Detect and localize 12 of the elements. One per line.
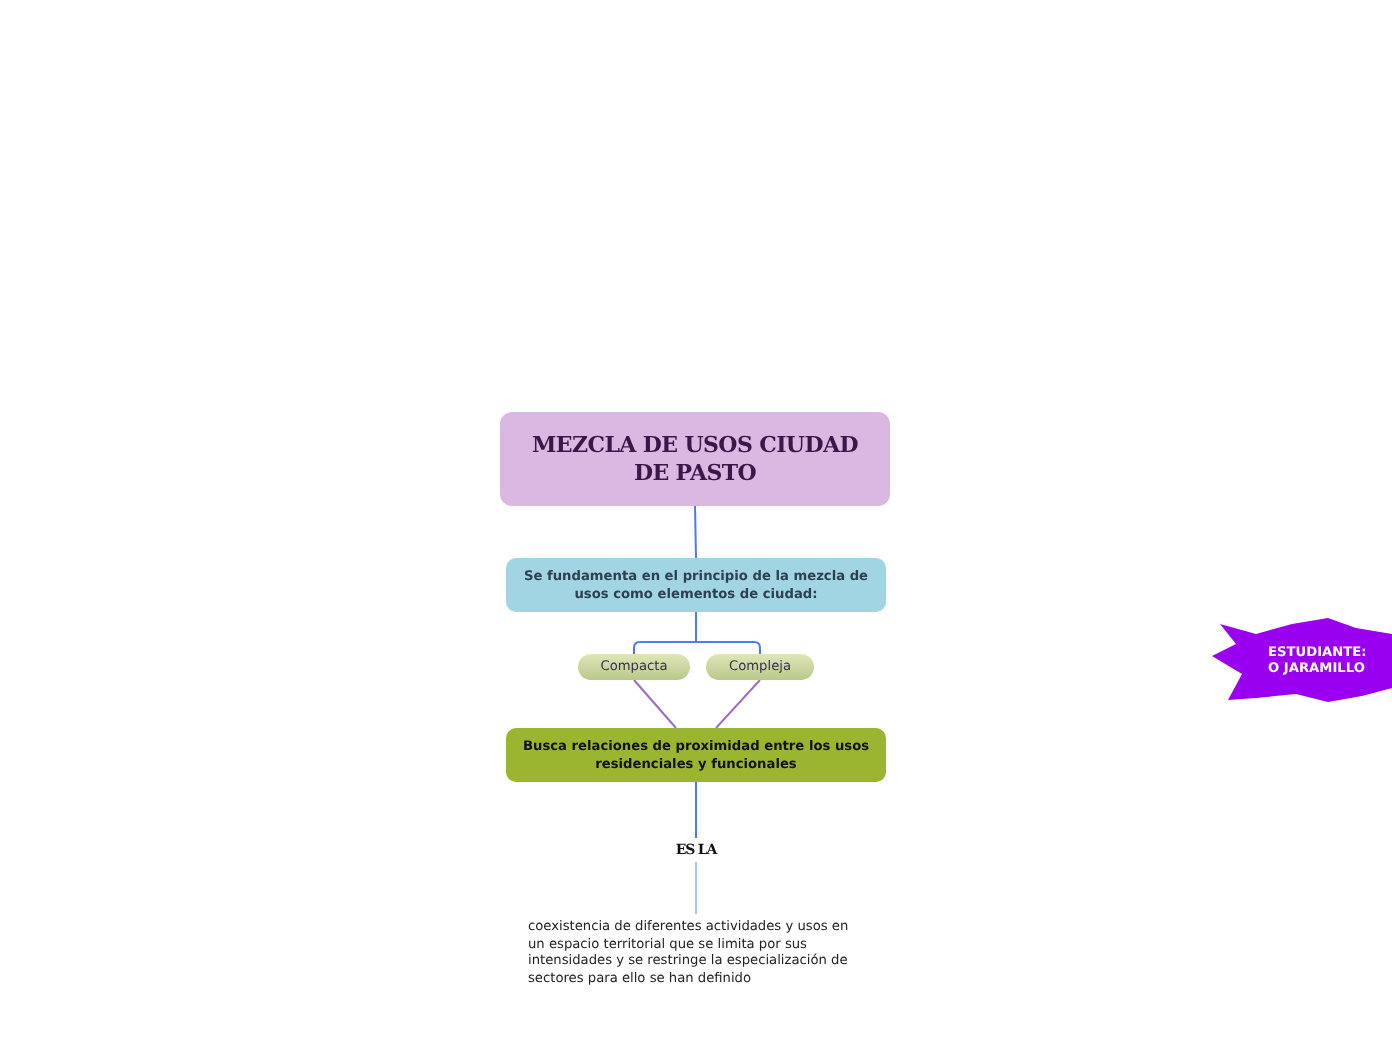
topic-box: [506, 558, 886, 612]
connector-line: [633, 679, 677, 729]
node-text: MEZCLA DE USOS CIUDAD DE PASTO: [530, 431, 860, 487]
connector-line: [695, 781, 697, 839]
topic-box: [506, 728, 886, 782]
title-box: [500, 412, 890, 506]
connector-line: [694, 505, 697, 559]
connector-line: [695, 611, 761, 655]
connector-line: [715, 679, 761, 729]
subtopic-pill: [578, 654, 690, 680]
subtopic-pill: [706, 654, 814, 680]
connector-line: [695, 861, 697, 915]
